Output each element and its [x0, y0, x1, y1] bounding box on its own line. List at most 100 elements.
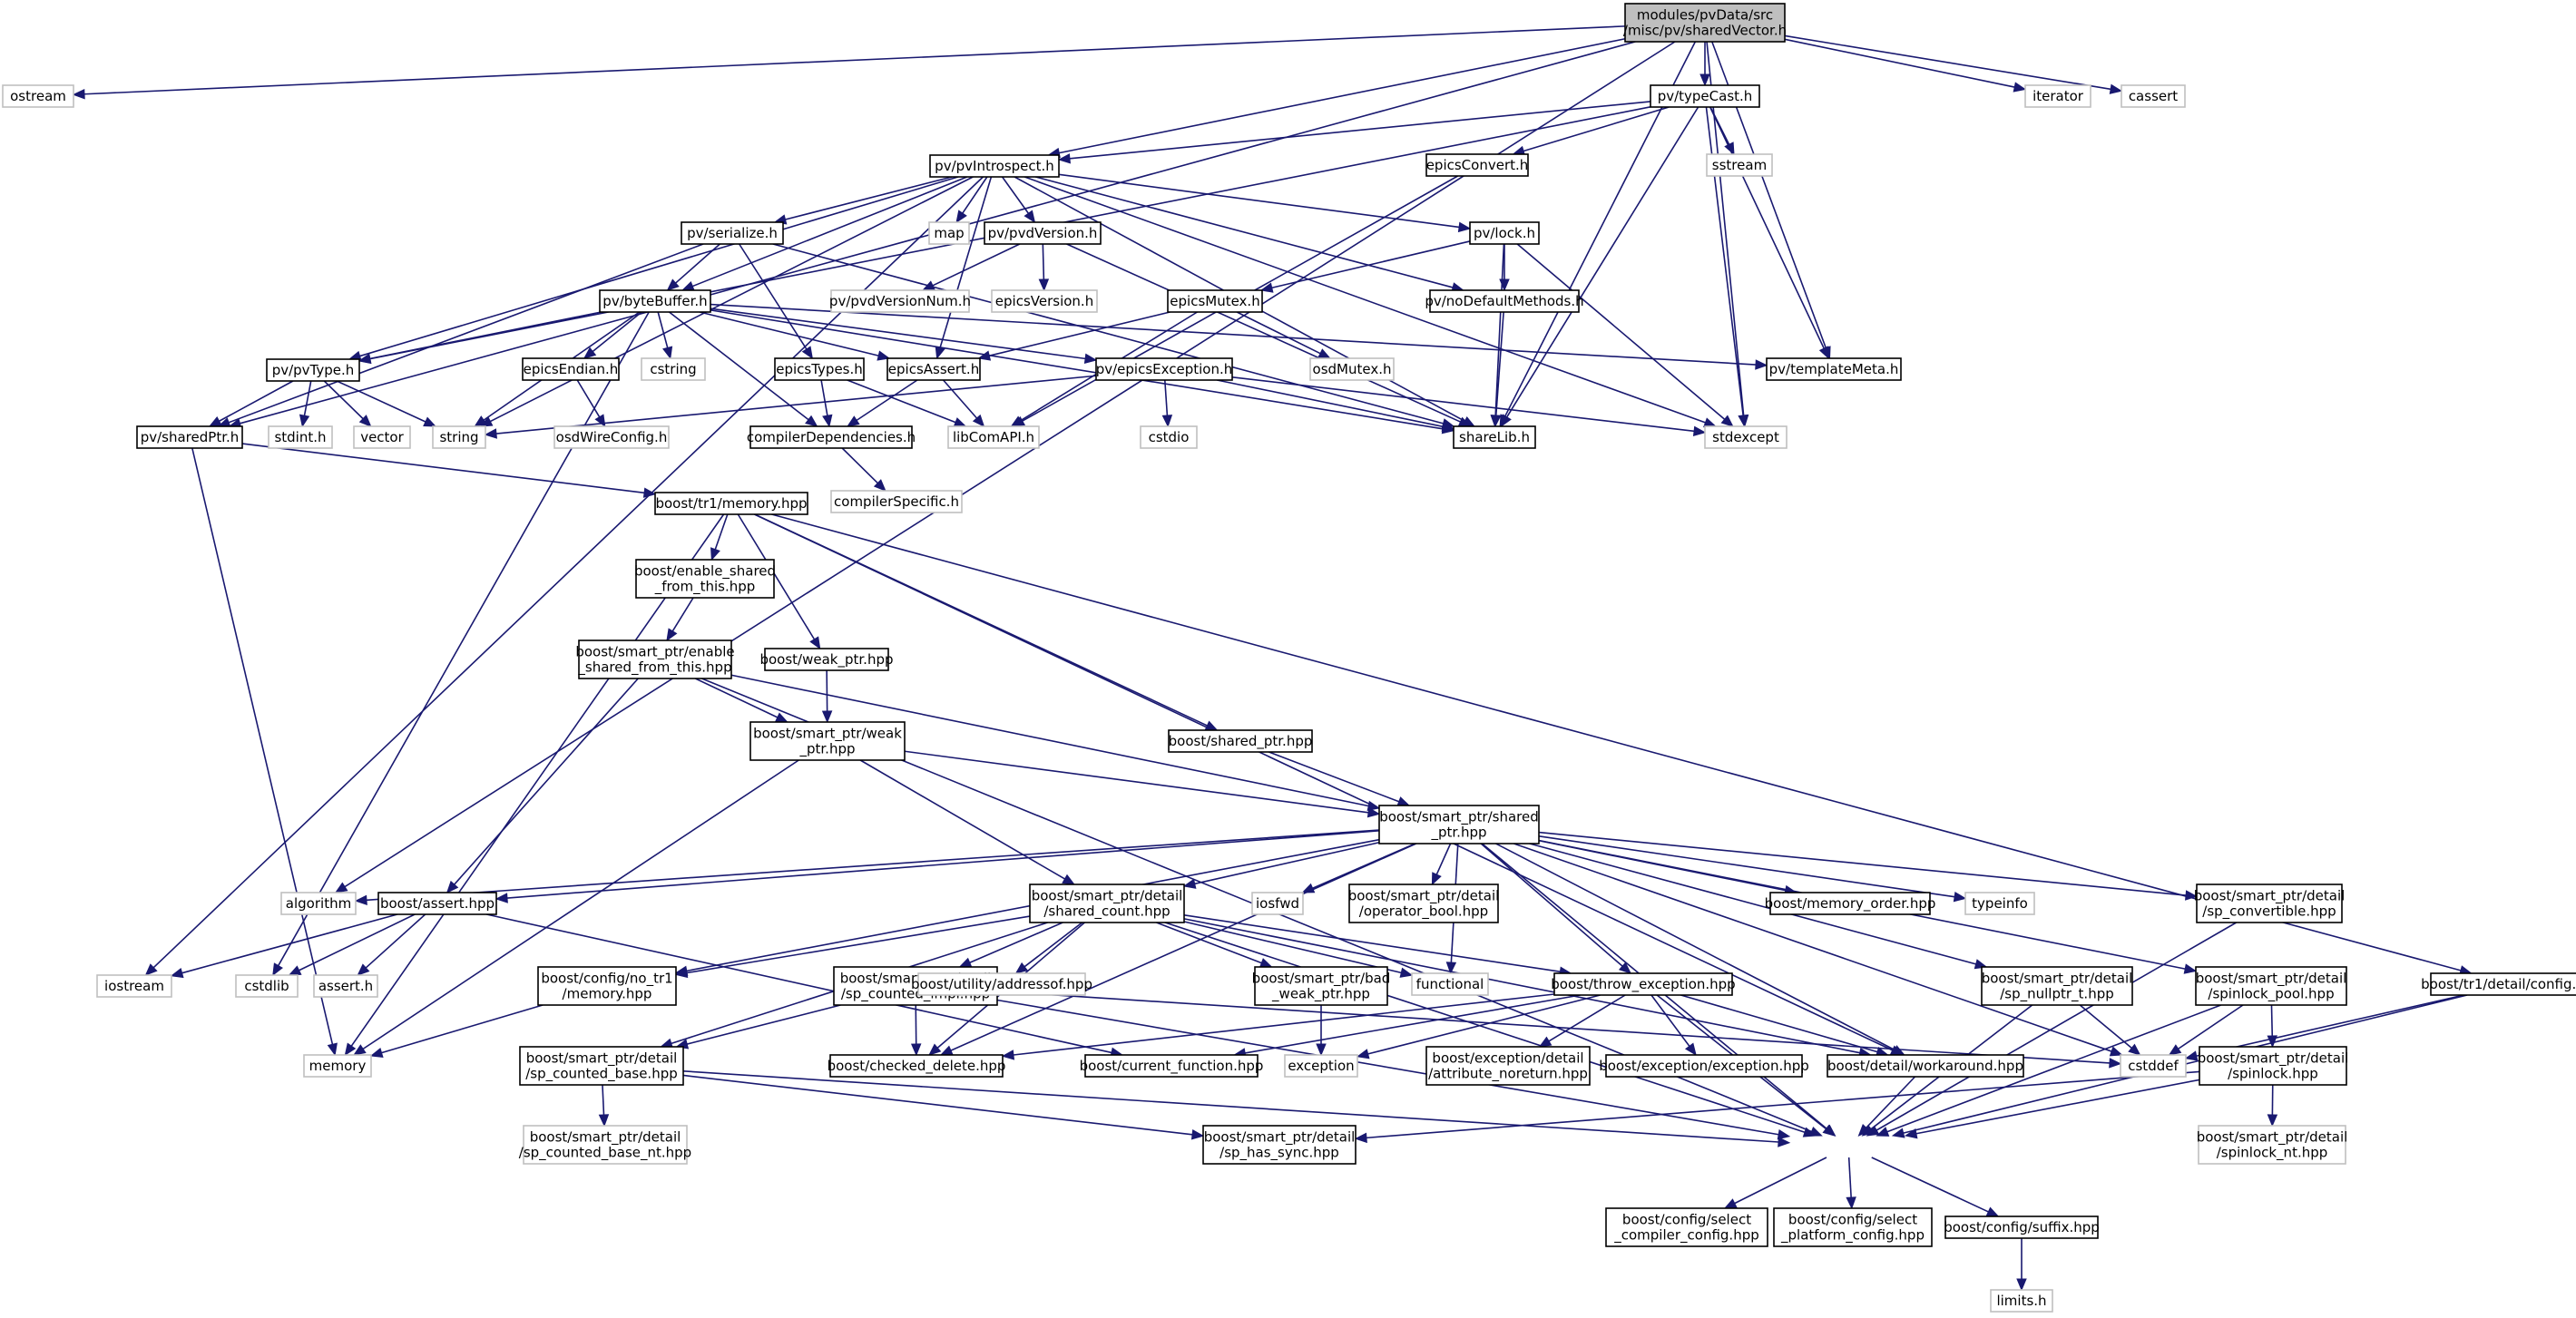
- node-sstream[interactable]: sstream: [1706, 153, 1773, 177]
- node-typeinfo[interactable]: typeinfo: [1964, 892, 2035, 915]
- node-serialize[interactable]: pv/serialize.h: [681, 221, 784, 245]
- node-iterator[interactable]: iterator: [2024, 84, 2091, 108]
- node-spinlock[interactable]: boost/smart_ptr/detail/spinlock.hpp: [2198, 1046, 2349, 1086]
- node-suffix[interactable]: boost/config/suffix.hpp: [1944, 1215, 2100, 1239]
- node-spcountedbasent[interactable]: boost/smart_ptr/detail/sp_counted_base_n…: [519, 1125, 691, 1165]
- node-box: [266, 358, 360, 382]
- node-label: osdMutex.h: [1313, 361, 1392, 377]
- node-spnullptr[interactable]: boost/smart_ptr/detail/sp_nullptr_t.hpp: [1981, 966, 2133, 1006]
- node-checkeddelete[interactable]: boost/checked_delete.hpp: [828, 1054, 1006, 1078]
- node-algorithm[interactable]: algorithm: [280, 892, 357, 915]
- node-weakptr[interactable]: boost/weak_ptr.hpp: [759, 648, 894, 671]
- node-cstdlib[interactable]: cstdlib: [235, 974, 299, 998]
- node-epicsendian[interactable]: epicsEndian.h: [522, 357, 620, 381]
- node-notr1memory[interactable]: boost/config/no_tr1/memory.hpp: [537, 966, 677, 1006]
- node-attrnoreturn[interactable]: boost/exception/detail/attribute_noretur…: [1425, 1046, 1591, 1086]
- node-box: [432, 425, 486, 449]
- node-stdint[interactable]: stdint.h: [268, 425, 333, 449]
- node-boostassert[interactable]: boost/assert.hpp: [377, 892, 497, 915]
- node-cassert[interactable]: cassert: [2121, 84, 2186, 108]
- node-asserth[interactable]: assert.h: [313, 974, 378, 998]
- node-spcountedbase[interactable]: boost/smart_ptr/detail/sp_counted_base.h…: [519, 1046, 684, 1086]
- node-string[interactable]: string: [432, 425, 486, 449]
- node-iostream[interactable]: iostream: [96, 974, 172, 998]
- node-libcomapi[interactable]: libComAPI.h: [947, 425, 1040, 449]
- node-pvdversionnum[interactable]: pv/pvdVersionNum.h: [829, 289, 971, 313]
- node-epicsexception[interactable]: pv/epicsException.h: [1095, 357, 1233, 381]
- node-tr1memory[interactable]: boost/tr1/memory.hpp: [654, 492, 808, 515]
- node-addressof[interactable]: boost/utility/addressof.hpp: [911, 972, 1092, 996]
- node-nodefault[interactable]: pv/noDefaultMethods.h: [1425, 289, 1584, 313]
- node-functional[interactable]: functional: [1411, 972, 1489, 996]
- node-box: [519, 1046, 684, 1086]
- node-label: boost/smart_ptr/bad: [1252, 971, 1391, 988]
- node-box: [537, 966, 677, 1006]
- node-epicsassert[interactable]: epicsAssert.h: [886, 357, 981, 381]
- edge-enablesft-to-spenablesft: [666, 597, 694, 642]
- node-compilerdeps[interactable]: compilerDependencies.h: [747, 425, 916, 449]
- node-sharedptrhpp[interactable]: boost/shared_ptr.hpp: [1168, 729, 1313, 753]
- edge-pvtype-to-stdint: [299, 380, 312, 428]
- node-selectplatform[interactable]: boost/config/select_platform_config.hpp: [1773, 1207, 1933, 1247]
- node-stdexcept[interactable]: stdexcept: [1704, 425, 1788, 449]
- node-box: [1706, 153, 1773, 177]
- node-spinlockpool[interactable]: boost/smart_ptr/detail/spinlock_pool.hpp: [2195, 966, 2347, 1006]
- node-cstddef[interactable]: cstddef: [2120, 1054, 2187, 1078]
- node-operatorbool[interactable]: boost/smart_ptr/detail/operator_bool.hpp: [1348, 884, 1500, 923]
- node-memory[interactable]: memory: [303, 1054, 372, 1078]
- node-box: [764, 648, 889, 671]
- node-lock[interactable]: pv/lock.h: [1469, 221, 1540, 245]
- node-pvtype[interactable]: pv/pvType.h: [266, 358, 360, 382]
- node-spsharedptr[interactable]: boost/smart_ptr/shared_ptr.hpp: [1378, 805, 1540, 844]
- node-vector[interactable]: vector: [353, 425, 411, 449]
- edge-bytebuffer-to-epicsexception: [710, 308, 1098, 365]
- node-selectcompiler[interactable]: boost/config/select_compiler_config.hpp: [1605, 1207, 1768, 1247]
- node-osdwireconfig[interactable]: osdWireConfig.h: [553, 425, 670, 449]
- node-iosfwd[interactable]: iosfwd: [1251, 892, 1304, 915]
- node-sphassync[interactable]: boost/smart_ptr/detail/sp_has_sync.hpp: [1202, 1125, 1357, 1165]
- node-epicsconvert[interactable]: epicsConvert.h: [1425, 153, 1529, 177]
- node-sharelib[interactable]: shareLib.h: [1453, 425, 1536, 449]
- node-cstring[interactable]: cstring: [641, 357, 706, 381]
- node-tr1config[interactable]: boost/tr1/detail/config.hpp: [2421, 972, 2576, 996]
- node-label: /sp_nullptr_t.hpp: [2000, 986, 2114, 1003]
- node-enablesft[interactable]: boost/enable_shared_from_this.hpp: [634, 559, 776, 599]
- node-box: [268, 425, 333, 449]
- node-spweakptr[interactable]: boost/smart_ptr/weak_ptr.hpp: [749, 721, 906, 761]
- edge-pvintrospect-to-map: [955, 176, 988, 224]
- node-root[interactable]: modules/pvData/src/misc/pv/sharedVector.…: [1623, 3, 1787, 43]
- edge-weakptr-to-spweakptr: [821, 669, 833, 724]
- node-pvintrospect[interactable]: pv/pvIntrospect.h: [929, 154, 1060, 178]
- node-compilerspecific[interactable]: compilerSpecific.h: [830, 490, 963, 513]
- node-currentfunction[interactable]: boost/current_function.hpp: [1080, 1054, 1264, 1078]
- node-sharedcount[interactable]: boost/smart_ptr/detail/shared_count.hpp: [1029, 884, 1185, 923]
- node-box: [235, 974, 299, 998]
- node-box: [599, 289, 711, 313]
- node-ostream[interactable]: ostream: [2, 84, 74, 108]
- node-bytebuffer[interactable]: pv/byteBuffer.h: [599, 289, 711, 313]
- node-epicsmutex[interactable]: epicsMutex.h: [1167, 289, 1263, 313]
- node-sharedptr[interactable]: pv/sharedPtr.h: [136, 425, 243, 449]
- node-spinlocknt[interactable]: boost/smart_ptr/detail/spinlock_nt.hpp: [2197, 1125, 2348, 1165]
- node-map[interactable]: map: [928, 221, 970, 245]
- node-spconvertible[interactable]: boost/smart_ptr/detail/sp_convertible.hp…: [2194, 884, 2346, 923]
- node-workaround[interactable]: boost/detail/workaround.hpp: [1827, 1054, 2024, 1078]
- node-typecast[interactable]: pv/typeCast.h: [1650, 84, 1760, 108]
- node-pvdversion[interactable]: pv/pvdVersion.h: [984, 221, 1102, 245]
- node-epicsversion[interactable]: epicsVersion.h: [991, 289, 1098, 313]
- node-cstdio[interactable]: cstdio: [1140, 425, 1198, 449]
- edge-serialize-to-sharedptr: [217, 243, 704, 427]
- node-memoryorder[interactable]: boost/memory_order.hpp: [1765, 892, 1936, 915]
- node-templatemeta[interactable]: pv/templateMeta.h: [1766, 357, 1902, 381]
- node-limits[interactable]: limits.h: [1990, 1289, 2053, 1313]
- node-badweakptr[interactable]: boost/smart_ptr/bad_weak_ptr.hpp: [1252, 966, 1391, 1006]
- edge-spcountedbase-to-configh: [682, 1070, 1791, 1147]
- node-epicstypes[interactable]: epicsTypes.h: [774, 357, 865, 381]
- node-box: [1309, 357, 1395, 381]
- node-osdmutex[interactable]: osdMutex.h: [1309, 357, 1395, 381]
- node-throwexception[interactable]: boost/throw_exception.hpp: [1551, 972, 1736, 996]
- node-box: [1140, 425, 1198, 449]
- node-exception[interactable]: exception: [1284, 1054, 1358, 1078]
- node-spenablesft[interactable]: boost/smart_ptr/enable_shared_from_this.…: [575, 639, 735, 679]
- node-exceptionhpp[interactable]: boost/exception/exception.hpp: [1599, 1054, 1809, 1078]
